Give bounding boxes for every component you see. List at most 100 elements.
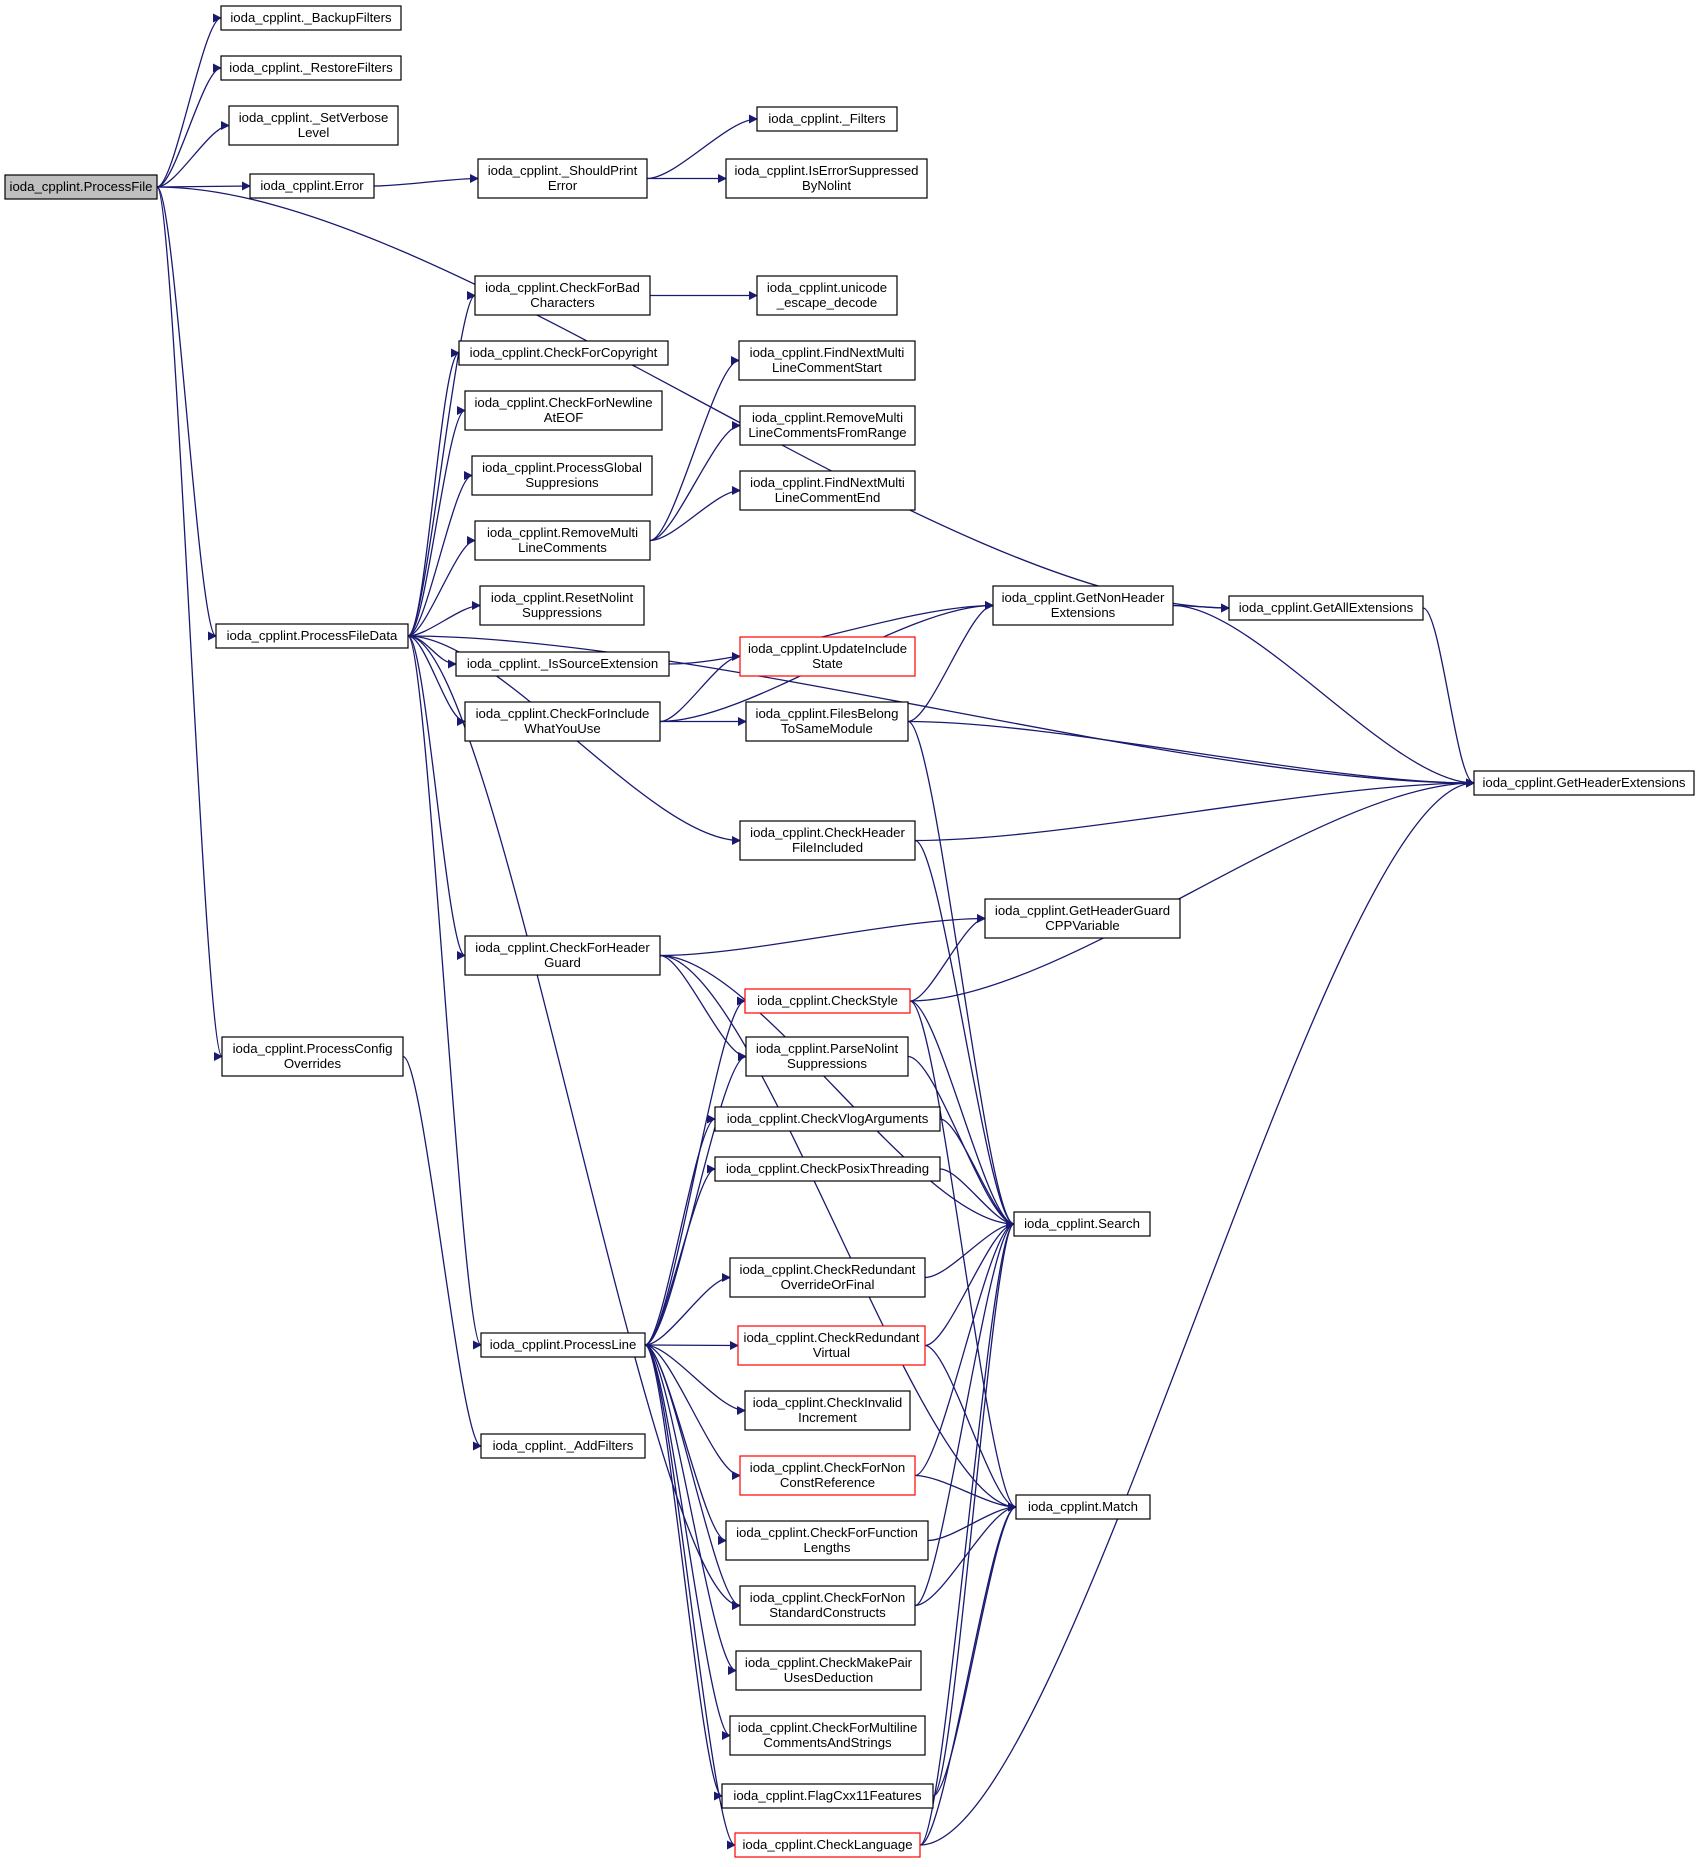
node-label: ioda_cpplint._Filters [768, 111, 886, 126]
node-label: ioda_cpplint.IsErrorSuppressed [735, 163, 919, 178]
node-search[interactable]: ioda_cpplint.Search [1013, 1211, 1151, 1237]
node-box [215, 623, 409, 649]
edge-process-file-data-to-remove-multi-line-comments [407, 536, 476, 637]
node-label: ByNolint [802, 178, 851, 193]
edge-check-header-file-included-to-search [914, 839, 1015, 1229]
node-label: OverrideOrFinal [781, 1277, 875, 1292]
node-add-filters[interactable]: ioda_cpplint._AddFilters [480, 1433, 646, 1459]
node-label: ioda_cpplint.CheckForNon [750, 1590, 905, 1605]
edge-remove-multi-line-comments-to-remove-multi-line-comments-from-range [649, 421, 741, 542]
node-box [249, 173, 375, 199]
edge-check-language-to-search [919, 1219, 1015, 1846]
node-box [1473, 770, 1695, 796]
node-box [738, 340, 916, 381]
node-label: ioda_cpplint.CheckForFunction [736, 1525, 918, 1540]
node-check-style[interactable]: ioda_cpplint.CheckStyle [744, 988, 911, 1014]
edge-process-line-to-parse-nolint-suppressions [644, 1052, 747, 1346]
node-label: ioda_cpplint.GetHeaderGuard [995, 903, 1170, 918]
node-check-for-non-standard-constructs[interactable]: ioda_cpplint.CheckForNonStandardConstruc… [739, 1585, 916, 1626]
node-process-file-data[interactable]: ioda_cpplint.ProcessFileData [215, 623, 409, 649]
node-box [471, 455, 653, 496]
node-label: ioda_cpplint.CheckForMultiline [738, 1720, 918, 1735]
edge-process-file-data-to-process-global-suppresions [407, 471, 473, 637]
node-label: Lengths [804, 1540, 851, 1555]
node-check-for-multiline-comments-and-strings[interactable]: ioda_cpplint.CheckForMultilineCommentsAn… [729, 1715, 926, 1756]
node-flag-cxx11-features[interactable]: ioda_cpplint.FlagCxx11Features [721, 1783, 934, 1809]
node-box [721, 1783, 934, 1809]
node-process-file[interactable]: ioda_cpplint.ProcessFile [4, 174, 158, 200]
node-check-for-copyright[interactable]: ioda_cpplint.CheckForCopyright [458, 340, 669, 366]
node-unicode-escape-decode[interactable]: ioda_cpplint.unicode_escape_decode [756, 275, 898, 316]
edge-error-to-should-print-error [373, 174, 479, 187]
edge-process-file-to-process-config-overrides [156, 186, 223, 1061]
node-label: CommentsAndStrings [763, 1735, 892, 1750]
node-get-header-extensions[interactable]: ioda_cpplint.GetHeaderExtensions [1473, 770, 1695, 796]
node-label: ioda_cpplint.FindNextMulti [750, 345, 905, 360]
node-label: Level [298, 125, 330, 140]
node-backup-filters[interactable]: ioda_cpplint._BackupFilters [220, 5, 402, 31]
node-check-language[interactable]: ioda_cpplint.CheckLanguage [734, 1832, 921, 1858]
node-label: LineCommentsFromRange [748, 425, 906, 440]
node-label: Extensions [1051, 605, 1116, 620]
node-label: ioda_cpplint.RemoveMulti [487, 525, 638, 540]
node-label: Increment [798, 1410, 857, 1425]
node-match[interactable]: ioda_cpplint.Match [1015, 1494, 1151, 1520]
node-error[interactable]: ioda_cpplint.Error [249, 173, 375, 199]
node-find-next-multi-line-comment-start[interactable]: ioda_cpplint.FindNextMultiLineCommentSta… [738, 340, 916, 381]
node-label: ioda_cpplint.CheckForHeader [475, 940, 650, 955]
node-label: AtEOF [544, 410, 584, 425]
node-label: Guard [544, 955, 581, 970]
node-check-redundant-override-or-final[interactable]: ioda_cpplint.CheckRedundantOverrideOrFin… [729, 1257, 926, 1298]
node-process-line[interactable]: ioda_cpplint.ProcessLine [480, 1332, 646, 1358]
node-label: ioda_cpplint.ProcessConfig [233, 1041, 393, 1056]
node-check-posix-threading[interactable]: ioda_cpplint.CheckPosixThreading [714, 1156, 941, 1182]
node-box [464, 390, 663, 431]
edge-process-line-to-check-vlog-arguments [644, 1114, 716, 1346]
node-box [756, 275, 898, 316]
node-box [464, 701, 661, 742]
node-remove-multi-line-comments-from-range[interactable]: ioda_cpplint.RemoveMultiLineCommentsFrom… [739, 405, 916, 446]
node-filters[interactable]: ioda_cpplint._Filters [756, 106, 898, 132]
node-label: ioda_cpplint.RemoveMulti [752, 410, 903, 425]
edge-process-file-data-to-reset-nolint-suppressions [407, 601, 481, 637]
node-restore-filters[interactable]: ioda_cpplint._RestoreFilters [220, 55, 402, 81]
edge-process-file-to-process-file-data [156, 186, 217, 641]
node-label: ioda_cpplint.CheckMakePair [745, 1655, 913, 1670]
node-get-all-extensions[interactable]: ioda_cpplint.GetAllExtensions [1228, 595, 1424, 621]
edge-check-redundant-override-or-final-to-search [924, 1219, 1015, 1279]
node-label: ioda_cpplint.unicode [767, 280, 887, 295]
node-is-source-extension[interactable]: ioda_cpplint._IsSourceExtension [455, 651, 670, 677]
node-check-vlog-arguments[interactable]: ioda_cpplint.CheckVlogArguments [714, 1106, 941, 1132]
node-label: ioda_cpplint.CheckHeader [750, 825, 905, 840]
node-box [725, 158, 928, 199]
node-label: ioda_cpplint.CheckRedundant [740, 1262, 916, 1277]
node-box [744, 988, 911, 1014]
edge-process-file-data-to-get-header-extensions [407, 635, 1475, 788]
node-box [739, 1455, 916, 1496]
node-box [474, 520, 651, 561]
edge-check-style-to-get-header-extensions [909, 778, 1475, 1002]
